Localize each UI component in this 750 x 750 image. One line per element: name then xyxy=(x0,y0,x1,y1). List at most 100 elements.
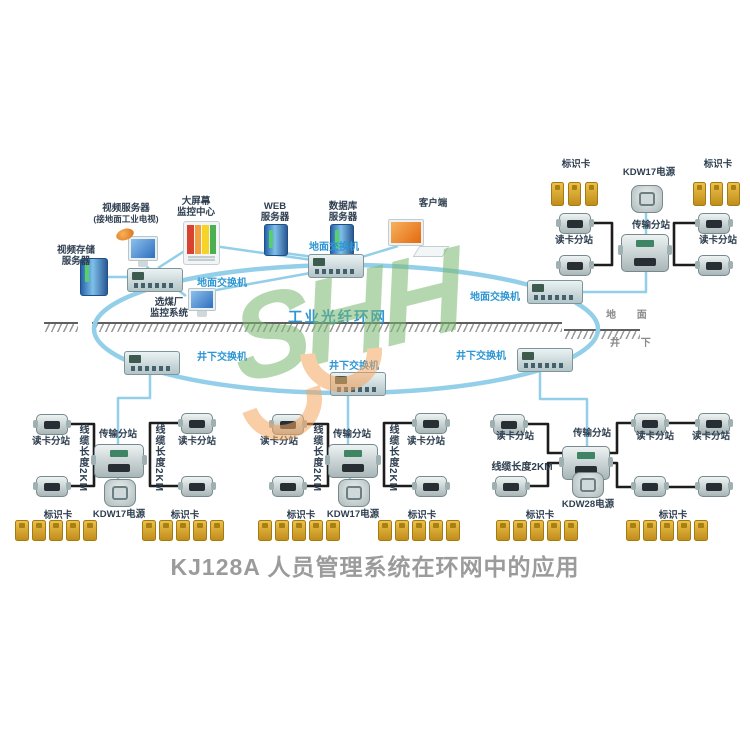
id-card-group xyxy=(496,520,578,541)
underground-switch-right-label: 井下交换机 xyxy=(456,351,506,362)
cable-length-label: 线缆长度2KM xyxy=(311,424,322,493)
reader-station-label: 读卡分站 xyxy=(554,235,593,246)
coal-plant-monitor-label: 选煤厂 监控系统 xyxy=(149,297,188,319)
ground-switch-right-label: 地面交换机 xyxy=(470,292,520,303)
transmission-station-icon xyxy=(91,444,147,478)
id-card xyxy=(258,520,272,541)
id-card-group-label: 标识卡 xyxy=(407,510,437,521)
id-card-group xyxy=(626,520,708,541)
reader-station-icon xyxy=(490,414,528,435)
reader-station-icon xyxy=(269,476,307,497)
underground-label: 井 下 xyxy=(610,338,660,349)
id-card xyxy=(446,520,460,541)
web-server-label: WEB 服务器 xyxy=(260,201,290,223)
video-server-label: 视频服务器 (接地面工业电视) xyxy=(93,203,159,224)
id-card xyxy=(496,520,510,541)
id-card xyxy=(693,182,706,206)
id-card xyxy=(727,182,740,206)
kdw17-power-label: KDW17电源 xyxy=(92,509,146,520)
underground-switch-left-label: 井下交换机 xyxy=(197,352,247,363)
reader-station-icon xyxy=(695,476,733,497)
transmission-station-icon xyxy=(618,234,672,272)
ground-switch-middle-label: 地面交换机 xyxy=(309,242,359,253)
transmission-station-label: 传输分站 xyxy=(572,428,611,439)
id-card-group xyxy=(378,520,460,541)
id-card-group-label: 标识卡 xyxy=(703,159,733,170)
id-card xyxy=(210,520,224,541)
id-card xyxy=(66,520,80,541)
id-card xyxy=(395,520,409,541)
ground-line-left xyxy=(44,322,78,332)
underground-switch-right-icon xyxy=(517,348,573,372)
surface-label: 地 面 xyxy=(606,310,656,321)
kdw17-power-icon xyxy=(104,479,136,507)
client-pc-icon xyxy=(388,219,424,246)
ground-switch-right-icon xyxy=(527,280,583,304)
reader-station-icon xyxy=(695,255,733,276)
reader-station-icon xyxy=(178,476,216,497)
cable-length-label: 线缆长度2KM xyxy=(491,462,553,473)
transmission-station-icon xyxy=(325,444,381,478)
ground-line-main xyxy=(92,322,562,332)
reader-station-label: 读卡分站 xyxy=(177,436,216,447)
reader-station-icon xyxy=(412,476,450,497)
id-card xyxy=(292,520,306,541)
coal-plant-monitor-icon xyxy=(188,288,216,317)
id-card xyxy=(677,520,691,541)
reader-station-icon xyxy=(556,255,594,276)
id-card xyxy=(710,182,723,206)
id-card xyxy=(193,520,207,541)
db-server-icon xyxy=(330,224,354,256)
reader-station-label: 读卡分站 xyxy=(495,431,534,442)
reader-station-icon xyxy=(556,213,594,234)
id-card xyxy=(547,520,561,541)
video-server-icon xyxy=(128,236,158,267)
id-card xyxy=(412,520,426,541)
transmission-station-label: 传输分站 xyxy=(332,429,371,440)
id-card xyxy=(159,520,173,541)
id-card xyxy=(49,520,63,541)
id-card xyxy=(429,520,443,541)
cable-length-label: 线缆长度2KM xyxy=(153,424,164,493)
id-card xyxy=(15,520,29,541)
id-card xyxy=(513,520,527,541)
id-card-group xyxy=(142,520,224,541)
id-card xyxy=(142,520,156,541)
id-card xyxy=(275,520,289,541)
id-card-group xyxy=(693,182,740,206)
id-card-group xyxy=(15,520,97,541)
reader-station-label: 读卡分站 xyxy=(406,436,445,447)
reader-station-icon xyxy=(33,476,71,497)
reader-station-icon xyxy=(269,414,307,435)
id-card xyxy=(551,182,564,206)
reader-station-icon xyxy=(695,213,733,234)
client-label: 客户端 xyxy=(418,198,448,209)
kdw28-power-label: KDW28电源 xyxy=(561,499,615,510)
reader-station-icon xyxy=(631,413,669,434)
kdw28-power-icon xyxy=(572,472,604,498)
id-card xyxy=(326,520,340,541)
cable-length-label: 线缆长度2KM xyxy=(77,424,88,493)
id-card xyxy=(568,182,581,206)
id-card xyxy=(83,520,97,541)
id-card xyxy=(660,520,674,541)
ground-line-right xyxy=(564,329,640,339)
id-card xyxy=(378,520,392,541)
video-storage-server-icon xyxy=(80,258,108,296)
reader-station-label: 读卡分站 xyxy=(31,436,70,447)
ground-switch-middle-icon xyxy=(308,254,364,278)
kdw17-power-label: KDW17电源 xyxy=(622,167,676,178)
ring-network-label: 工业光纤环网 xyxy=(288,310,387,326)
id-card-group-label: 标识卡 xyxy=(525,510,555,521)
id-card-group-label: 标识卡 xyxy=(286,510,316,521)
underground-switch-middle-icon xyxy=(330,372,386,396)
id-card-group xyxy=(551,182,598,206)
video-storage-server-label: 视频存储 服务器 xyxy=(56,245,95,267)
cable-length-label: 线缆长度2KM xyxy=(387,424,398,493)
id-card xyxy=(530,520,544,541)
id-card xyxy=(694,520,708,541)
ground-switch-left-icon xyxy=(127,268,183,292)
transmission-station-label: 传输分站 xyxy=(631,220,670,231)
db-server-label: 数据库 服务器 xyxy=(328,201,358,223)
